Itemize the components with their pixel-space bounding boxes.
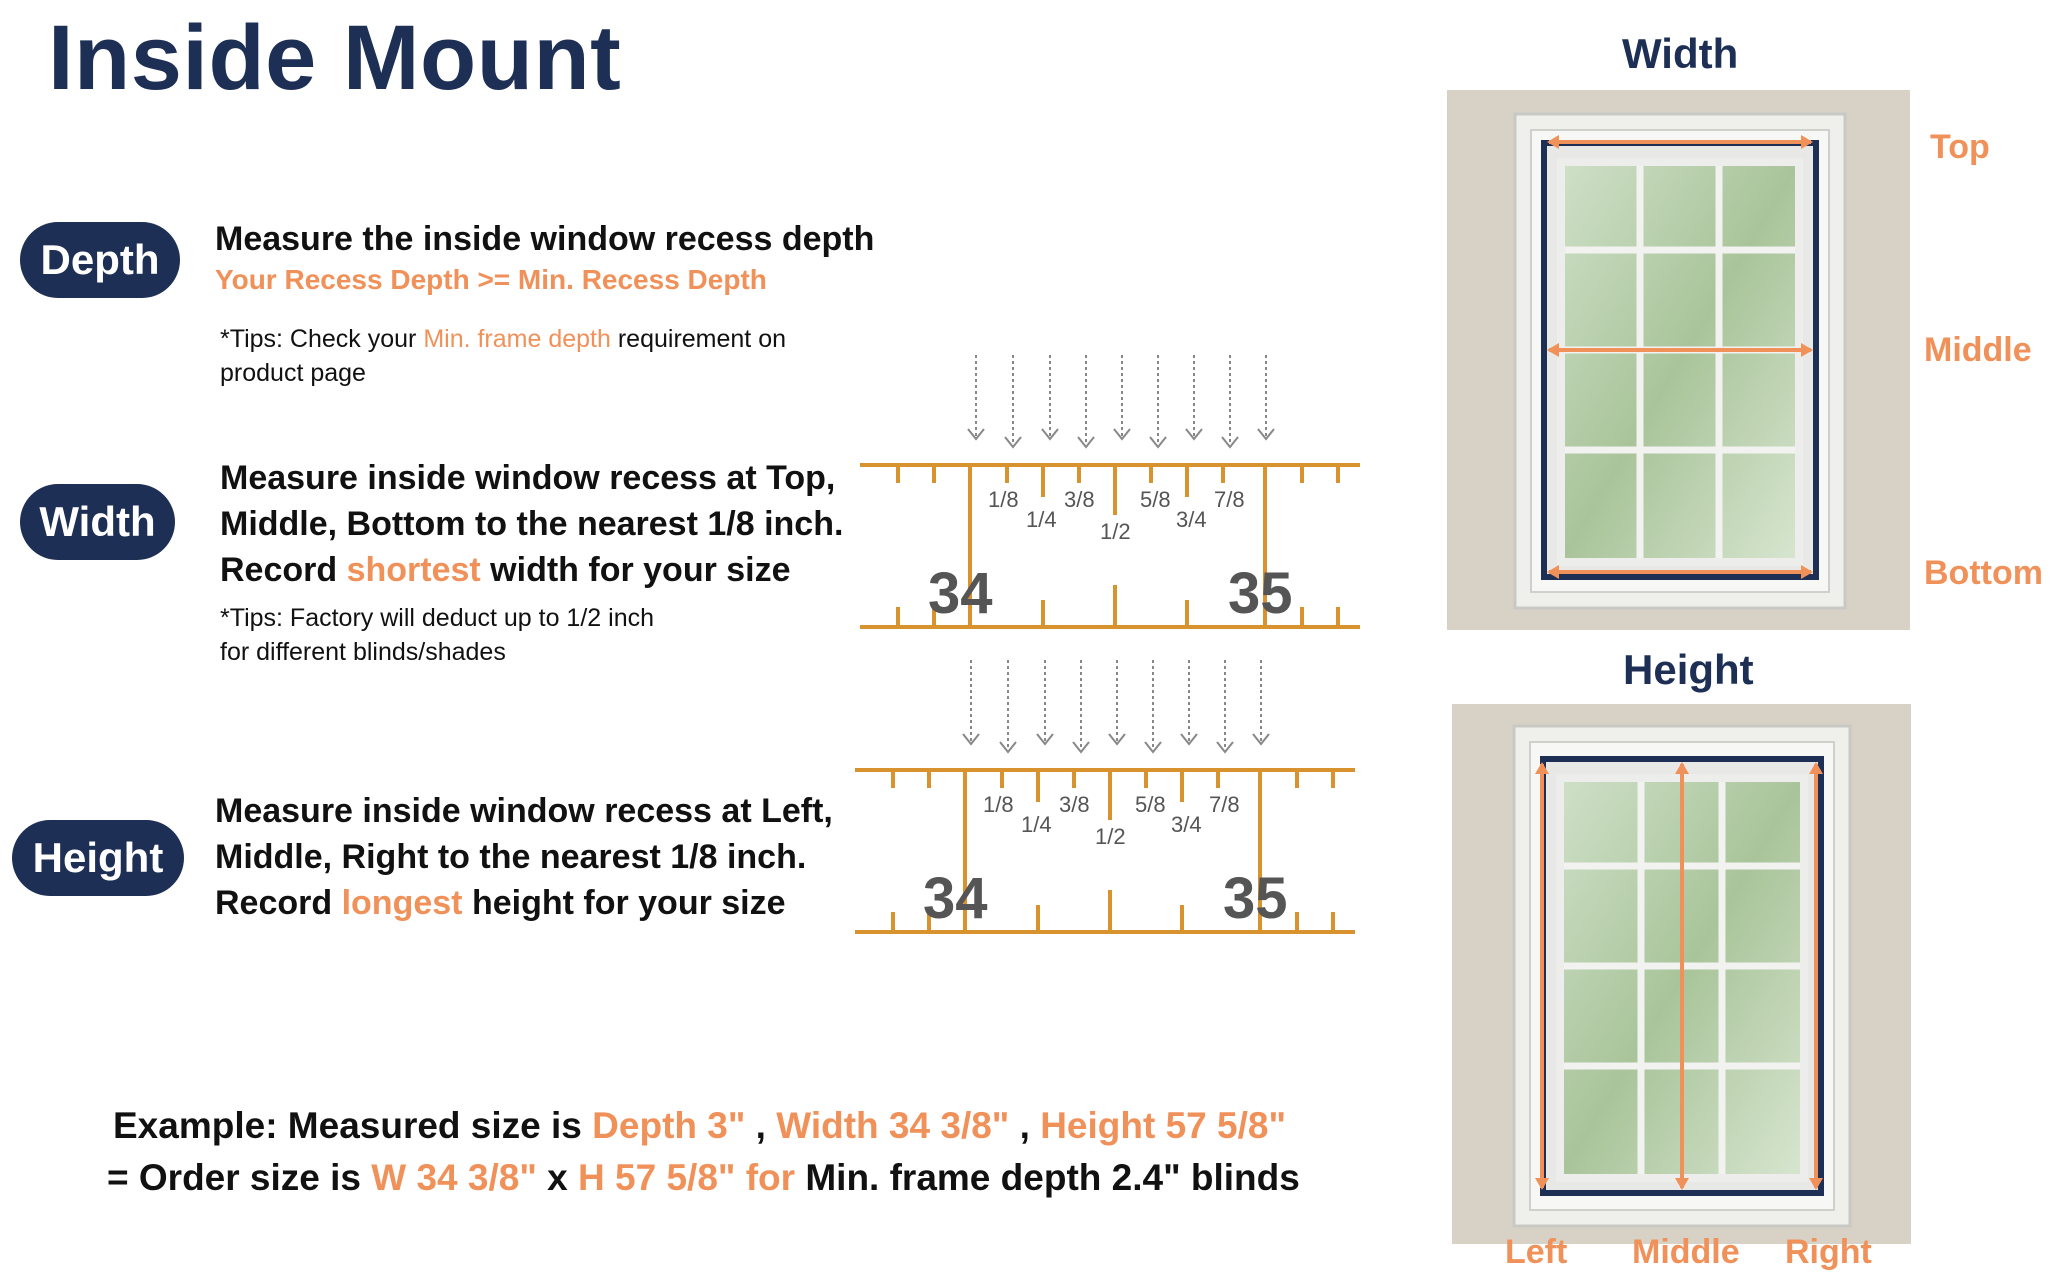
- width-tip: *Tips: Factory will deduct up to 1/2 inc…: [220, 601, 654, 669]
- height-left-text: Left: [1505, 1233, 1568, 1271]
- arrow-down-icons: [975, 355, 1267, 445]
- ruler-fraction: 5/8: [1140, 487, 1171, 512]
- ruler-start: 34: [923, 866, 988, 931]
- height-window-illustration: [1452, 704, 1911, 1244]
- example-l2-e: Min. frame depth 2.4" blinds: [795, 1157, 1300, 1198]
- page-title: Inside Mount: [48, 7, 622, 109]
- ruler-fraction: 5/8: [1135, 792, 1166, 817]
- width-top-label: Top: [1930, 128, 1990, 166]
- height-line3-highlight: longest: [341, 884, 463, 922]
- height-panel-header: Height: [1623, 646, 1754, 693]
- ruler-fraction: 3/4: [1171, 812, 1202, 837]
- ruler-end: 35: [1228, 561, 1293, 626]
- ruler-end: 35: [1223, 866, 1288, 931]
- example-order-height: H 57 5/8" for: [578, 1157, 796, 1198]
- height-badge: Height: [12, 820, 184, 896]
- depth-instruction: Measure the inside window recess depth: [215, 220, 875, 258]
- example-l2-a: = Order size is: [107, 1157, 372, 1198]
- ruler-fraction: 1/4: [1026, 507, 1057, 532]
- height-right-text: Right: [1785, 1233, 1872, 1271]
- height-instruction: Measure inside window recess at Left, Mi…: [215, 788, 833, 926]
- example-height: Height 57 5/8": [1040, 1105, 1286, 1146]
- width-line3: Record shortest width for your size: [220, 547, 843, 593]
- width-tip-line1: *Tips: Factory will deduct up to 1/2 inc…: [220, 604, 654, 632]
- depth-requirement: Your Recess Depth >= Min. Recess Depth: [215, 264, 767, 295]
- example-width: Width 34 3/8": [776, 1105, 1010, 1146]
- ruler-fraction: 3/4: [1176, 507, 1207, 532]
- width-panel-header: Width: [1622, 30, 1739, 77]
- height-line1: Measure inside window recess at Left,: [215, 792, 833, 830]
- depth-badge: Depth: [20, 222, 180, 298]
- ruler-fraction: 7/8: [1209, 792, 1240, 817]
- height-ruler: 1/8 1/4 3/8 1/2 5/8 3/4 7/8 34 35: [855, 660, 1355, 934]
- ruler-fraction: 3/8: [1059, 792, 1090, 817]
- example-depth: Depth 3": [592, 1105, 746, 1146]
- example-order-width: W 34 3/8": [371, 1157, 537, 1198]
- height-line3: Record longest height for your size: [215, 880, 833, 926]
- example-l1-a: Example: Measured size is: [113, 1105, 593, 1146]
- height-line3-post: height for your size: [462, 884, 786, 922]
- ruler-fraction: 1/2: [1095, 824, 1126, 849]
- ruler-start: 34: [928, 561, 993, 626]
- width-ruler: 1/8 1/4 3/8 1/2 5/8 3/4 7/8 34 35: [860, 355, 1360, 629]
- width-line3-pre: Record: [220, 551, 347, 589]
- example-line2: = Order size is W 34 3/8" x H 57 5/8" fo…: [107, 1152, 1300, 1204]
- depth-tip-pre: *Tips: Check your: [220, 325, 424, 353]
- example-l1-c: ,: [745, 1105, 777, 1146]
- height-middle-text: Middle: [1632, 1233, 1740, 1271]
- example-l2-c: x: [536, 1157, 579, 1198]
- width-line2: Middle, Bottom to the nearest 1/8 inch.: [220, 505, 844, 543]
- depth-tip-line2: product page: [220, 359, 366, 387]
- ruler-fraction: 1/8: [983, 792, 1014, 817]
- ruler-fraction: 3/8: [1064, 487, 1095, 512]
- height-line3-pre: Record: [215, 884, 342, 922]
- depth-tip: *Tips: Check your Min. frame depth requi…: [220, 322, 786, 390]
- example-line1: Example: Measured size is Depth 3" , Wid…: [113, 1100, 1286, 1152]
- width-line1: Measure inside window recess at Top,: [220, 459, 836, 497]
- example-l1-e: ,: [1009, 1105, 1041, 1146]
- ruler-fraction: 1/2: [1100, 519, 1131, 544]
- ruler-fraction: 7/8: [1214, 487, 1245, 512]
- depth-tip-post: requirement on: [610, 325, 787, 353]
- width-line3-highlight: shortest: [346, 551, 481, 589]
- depth-tip-highlight: Min. frame depth: [423, 325, 611, 353]
- width-window-illustration: [1447, 90, 1910, 630]
- width-middle-label: Middle: [1924, 331, 2032, 369]
- ruler-fraction: 1/4: [1021, 812, 1052, 837]
- ruler-fraction: 1/8: [988, 487, 1019, 512]
- height-line2: Middle, Right to the nearest 1/8 inch.: [215, 838, 807, 876]
- width-line3-post: width for your size: [480, 551, 791, 589]
- width-tip-line2: for different blinds/shades: [220, 638, 506, 666]
- width-badge: Width: [20, 484, 175, 560]
- width-instruction: Measure inside window recess at Top, Mid…: [220, 455, 843, 593]
- width-bottom-label: Bottom: [1924, 554, 2043, 592]
